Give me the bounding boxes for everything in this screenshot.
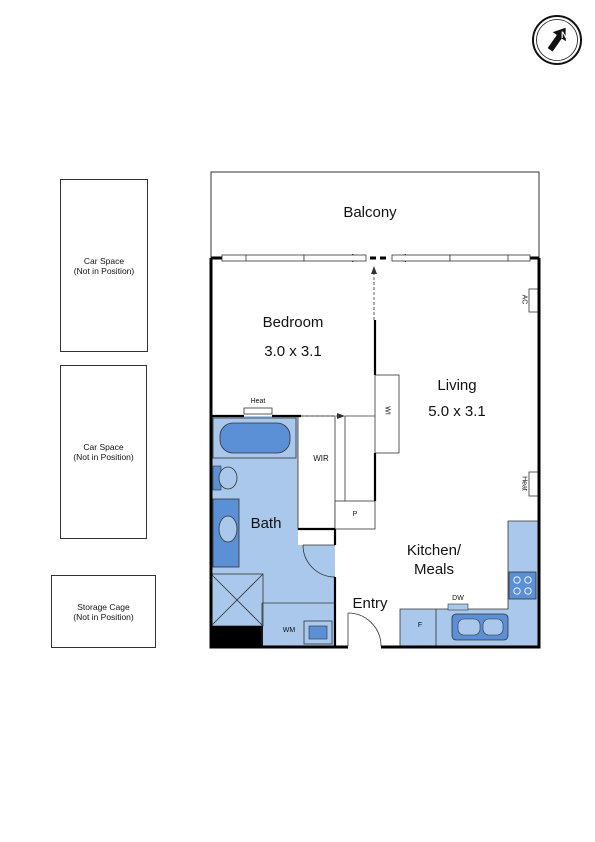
- heat-living-label: Heat: [520, 476, 528, 491]
- car-space-2-note: (Not in Position): [73, 452, 134, 462]
- wi-label: WI: [383, 406, 391, 415]
- compass-letter: N: [561, 30, 568, 40]
- meals-label: Meals: [413, 561, 454, 578]
- balcony-area: [210, 171, 540, 258]
- bathtub: [212, 417, 297, 459]
- entry-door-swing: [347, 612, 382, 647]
- car-space-2-label: Car Space: [83, 442, 124, 452]
- pantry-label: P: [352, 511, 358, 518]
- laundry: [261, 602, 335, 646]
- bedroom-label: Bedroom: [262, 314, 324, 331]
- heat-bedroom-label: Heat: [250, 398, 266, 405]
- dishwasher-unit: [447, 603, 469, 611]
- kitchen-sink: [451, 613, 509, 641]
- storage-cage-label: Storage Cage: [77, 601, 130, 612]
- balcony-label: Balcony: [343, 204, 397, 221]
- storage-cage-note: (Not in Position): [73, 611, 134, 622]
- fridge-label: F: [417, 622, 423, 629]
- compass: N: [531, 14, 583, 66]
- washing-machine-label: WM: [282, 627, 296, 634]
- living-label: Living: [437, 377, 477, 394]
- shower: [210, 573, 264, 646]
- bedroom-size: 3.0 x 3.1: [264, 343, 322, 360]
- car-space-box-2: Car Space (Not in Position): [60, 365, 147, 539]
- balcony-door-arrows: [352, 254, 406, 320]
- car-space-1-note: (Not in Position): [73, 265, 135, 276]
- walk-in-robe: [297, 415, 376, 530]
- heater-bedroom: [243, 407, 273, 415]
- living-size: 5.0 x 3.1: [428, 403, 486, 420]
- vanity: [212, 498, 240, 568]
- kitchen-label: Kitchen/: [406, 542, 462, 559]
- toilet: [212, 465, 238, 491]
- balcony-sliding-doors: [221, 254, 531, 262]
- entry-label: Entry: [352, 595, 388, 612]
- exterior-walls: [209, 256, 541, 649]
- wir-label: WIR: [313, 454, 329, 463]
- car-space-1-label: Car Space: [83, 255, 125, 266]
- storage-cage-box: Storage Cage (Not in Position): [51, 575, 156, 648]
- linen-cupboard: [374, 374, 400, 454]
- bath-door-swing: [302, 544, 336, 578]
- cooktop: [508, 571, 537, 600]
- bath-label: Bath: [250, 515, 282, 532]
- ac-label: AC: [520, 294, 528, 305]
- interior-walls: [211, 320, 377, 646]
- north-arrow-icon: N: [532, 15, 582, 65]
- bedroom-door-arrow: [301, 413, 345, 419]
- dishwasher-label: DW: [452, 595, 464, 602]
- car-space-box-1: Car Space (Not in Position): [60, 179, 148, 352]
